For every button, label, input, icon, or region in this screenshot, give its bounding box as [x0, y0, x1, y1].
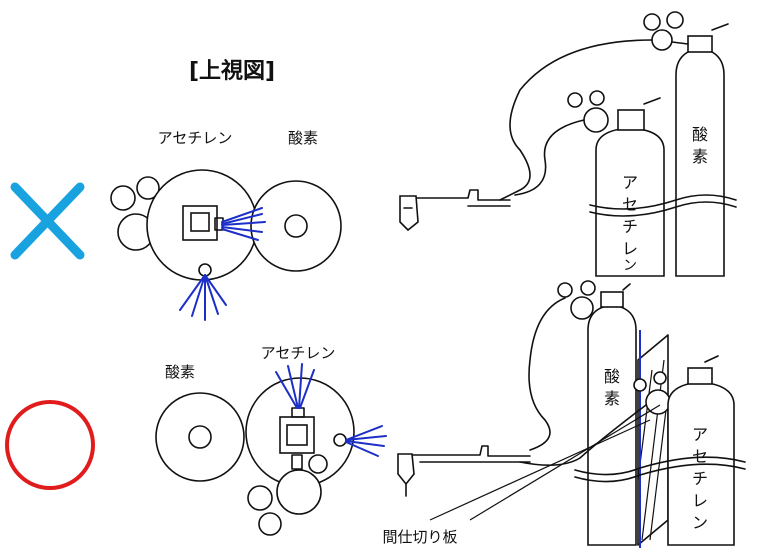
- acetylene-label-side-4: レ: [622, 239, 638, 258]
- oxygen-label-side-correct-2: 素: [604, 389, 620, 408]
- acetylene-label-side-5: ン: [623, 258, 637, 274]
- top-label-acetylene-correct: アセチレン: [261, 344, 336, 362]
- top-label-oxygen-correct: 酸素: [165, 363, 195, 381]
- acetylene-label-side-correct-4: レ: [692, 491, 708, 510]
- acetylene-label-side-3: チ: [622, 217, 638, 236]
- side-view-incorrect: 酸 素 ア セ チ レ ン: [399, 11, 737, 277]
- oxygen-label-side-1: 酸: [692, 125, 708, 144]
- acetylene-label-side-correct-5: ン: [692, 513, 708, 532]
- circle-mark: [5, 400, 95, 490]
- side-view-correct: 酸 素 ア セ チ レ ン: [397, 280, 746, 548]
- top-view-incorrect: アセチレン 酸素: [110, 129, 342, 321]
- acetylene-label-side-correct-3: チ: [692, 469, 708, 488]
- oxygen-cylinder-side-correct: [587, 304, 637, 546]
- acetylene-label-side-correct-2: セ: [692, 447, 708, 466]
- oxygen-label-side-correct-1: 酸: [604, 367, 620, 386]
- acetylene-label-side-2: セ: [622, 195, 638, 214]
- top-label-acetylene: アセチレン: [158, 129, 233, 147]
- top-label-oxygen: 酸素: [288, 129, 318, 147]
- acetylene-label-side-1: ア: [622, 173, 638, 192]
- oxygen-label-side-2: 素: [692, 147, 708, 166]
- top-view-correct: 酸素 アセチレン: [155, 344, 387, 536]
- cross-mark: [10, 182, 85, 260]
- partition-label: 間仕切り板: [382, 528, 457, 546]
- acetylene-label-side-correct-1: ア: [692, 425, 708, 444]
- diagram-title: [上視図]: [189, 59, 275, 84]
